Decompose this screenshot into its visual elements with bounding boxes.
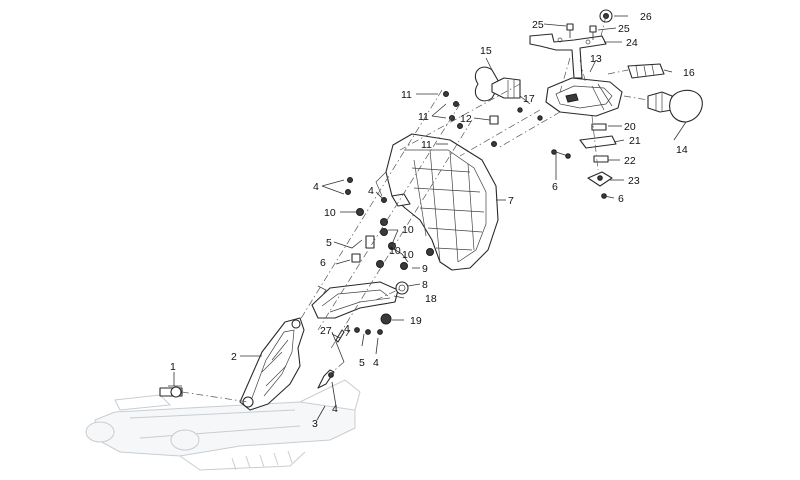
callout-labels: 1 2 3 4 4 4 4 4 5 5 6 6 6 7 8 9 10 10 10… [170,11,695,430]
part-18-bracket [311,281,399,319]
callout-10a: 10 [324,207,336,219]
callout-16: 16 [683,67,695,79]
part-13-tail-unit [545,77,623,117]
fasteners-left [345,91,543,270]
callout-9: 9 [422,263,428,275]
callout-4b: 4 [368,185,374,197]
callout-19: 19 [410,315,422,327]
hardware-lower [159,281,409,398]
callout-15: 15 [480,45,492,57]
part-15-indicator-left [474,66,521,102]
callout-6c: 6 [618,193,624,205]
callout-4d: 4 [373,357,379,369]
callout-6b: 6 [552,181,558,193]
callout-14: 14 [676,144,688,156]
callout-17: 17 [523,93,535,105]
leader-lines [168,15,687,421]
callout-10c: 10 [389,245,401,257]
assembly-axes [181,15,649,403]
part-7-mudguard [375,133,499,271]
part-14-indicator-right [647,89,703,123]
callout-26: 26 [640,11,652,23]
callout-25a: 25 [532,19,544,31]
callout-10b: 10 [402,224,414,236]
callout-5b: 5 [359,357,365,369]
callout-8: 8 [422,279,428,291]
callout-21: 21 [629,135,641,147]
hardware-top [566,9,613,40]
callout-11a: 11 [401,89,412,101]
callout-1: 1 [170,361,176,373]
callout-4e: 4 [332,403,338,415]
callout-27: 27 [320,325,332,337]
callout-2: 2 [231,351,237,363]
callout-22: 22 [624,155,636,167]
callout-24: 24 [626,37,638,49]
callout-23: 23 [628,175,640,187]
callout-12: 12 [460,113,472,125]
callout-18: 18 [425,293,437,305]
callout-11c: 11 [421,139,432,151]
callout-4c: 4 [344,323,350,335]
callout-20: 20 [624,121,636,133]
callout-25b: 25 [618,23,630,35]
plate-light-parts [551,123,617,199]
callout-6a: 6 [320,257,326,269]
callout-3: 3 [312,418,318,430]
part-16-indicator-stalk [627,63,665,79]
callout-4a: 4 [313,181,319,193]
callout-11b: 11 [418,111,429,123]
callout-7: 7 [508,195,514,207]
callout-10d: 10 [402,249,414,261]
swingarm-ghost [85,379,361,471]
callout-5a: 5 [326,237,332,249]
part-2-bracket [239,317,305,411]
callout-13: 13 [590,53,602,65]
